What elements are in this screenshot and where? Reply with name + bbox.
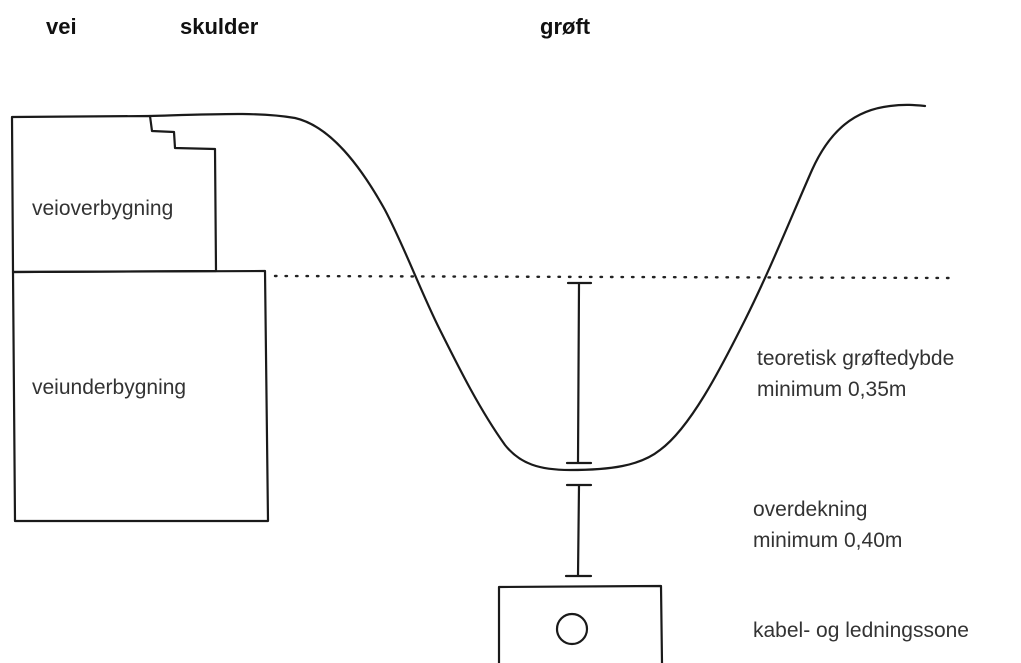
superstructure-label: veioverbygning (32, 197, 174, 220)
cable-zone-box (497, 584, 664, 663)
cable-pipe-circle (555, 612, 589, 646)
cable-zone-label: kabel- og ledningssone (753, 619, 969, 642)
cover-depth-note-line1: overdekning (753, 498, 868, 521)
heading-shoulder: skulder (180, 14, 259, 39)
cover-depth-note-line2: minimum 0,40m (753, 529, 903, 552)
cover-depth-note: overdekning minimum 0,40m (753, 494, 902, 556)
cover-depth-dimension (564, 483, 593, 578)
ditch-depth-note-line2: minimum 0,35m (757, 378, 907, 401)
substructure-label: veiunderbygning (32, 376, 187, 399)
ditch-profile (148, 103, 927, 472)
ditch-depth-note-line1: teoretisk grøftedybde (757, 347, 955, 370)
superstructure-box (10, 114, 218, 274)
ditch-depth-dimension (565, 281, 593, 465)
reference-dotted-line (273, 274, 952, 280)
ditch-depth-note: teoretisk grøftedybde minimum 0,35m (757, 343, 954, 405)
heading-ditch: grøft (540, 14, 591, 39)
substructure-box (11, 269, 270, 523)
heading-road: vei (46, 14, 77, 39)
